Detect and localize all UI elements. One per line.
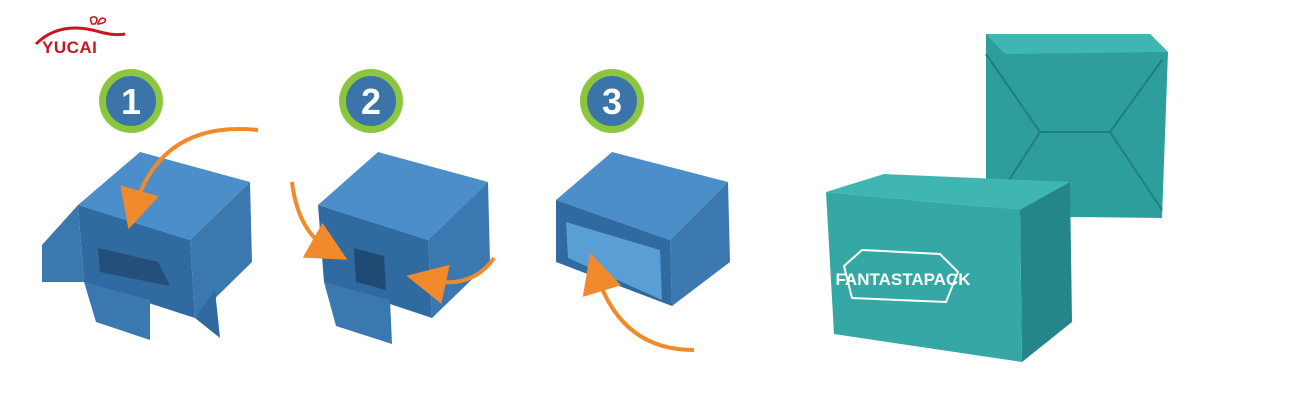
teal-box-back (985, 34, 1168, 218)
step-2-number: 2 (361, 81, 381, 122)
curved-arrow-icon (290, 181, 348, 260)
step-1-box (42, 152, 252, 340)
step-3-badge: 3 (580, 69, 644, 133)
curved-arrow-icon (120, 127, 259, 230)
curved-arrow-icon (406, 256, 496, 304)
teal-box-front: FANTASTAPACK (826, 174, 1072, 362)
step-2-badge: 2 (339, 69, 403, 133)
step-1-badge: 1 (99, 69, 163, 133)
curved-arrow-icon (582, 252, 695, 352)
step-3-box (556, 152, 730, 306)
step-1-number: 1 (121, 81, 141, 122)
step-2-box (318, 152, 490, 344)
logo-text: YUCAI (42, 38, 98, 57)
logo-ribbon-icon (34, 16, 126, 46)
step-3-number: 3 (602, 81, 622, 122)
box-label: FANTASTAPACK (835, 270, 971, 289)
